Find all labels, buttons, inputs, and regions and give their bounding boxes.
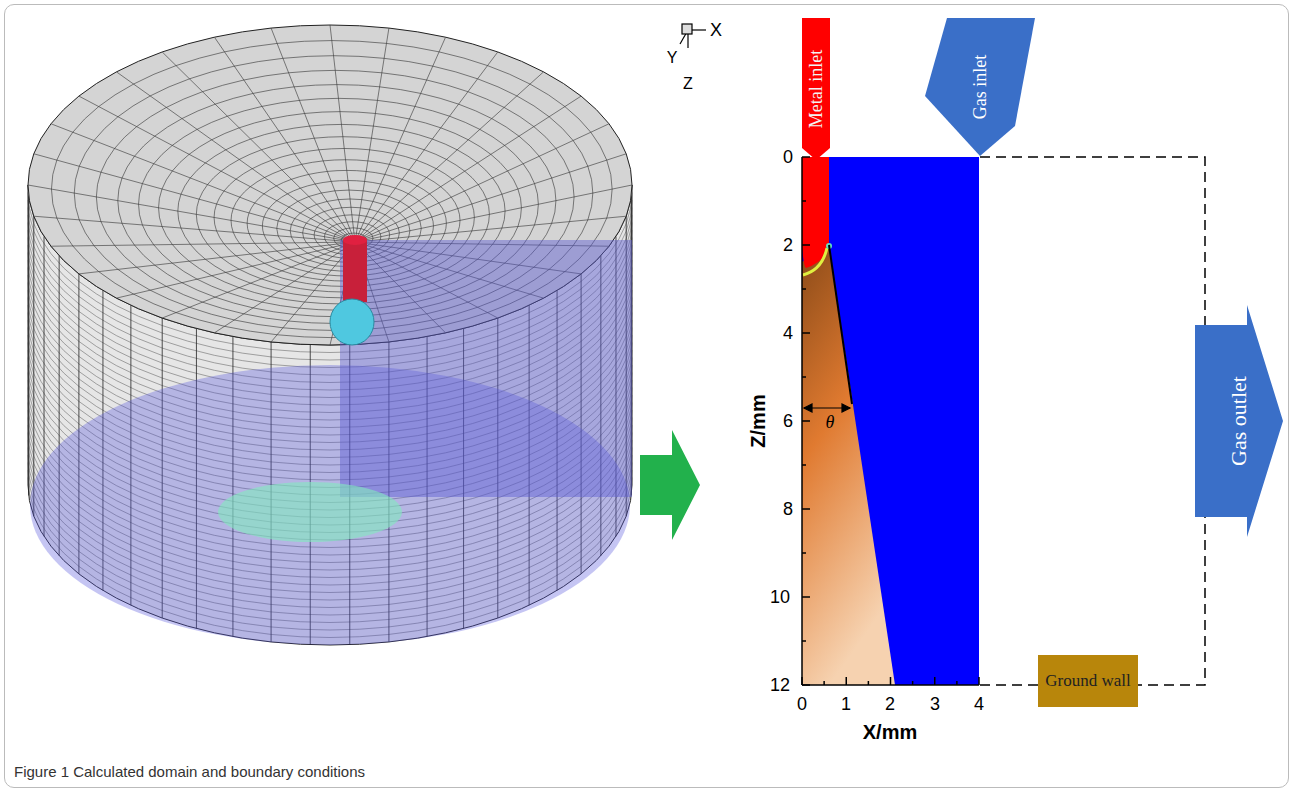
droplet	[330, 299, 374, 345]
figure-caption: Figure 1 Calculated domain and boundary …	[14, 763, 365, 780]
tick-label: 1	[841, 694, 851, 715]
mesh-line	[28, 195, 29, 495]
tick	[801, 677, 803, 685]
tick	[890, 677, 892, 685]
tick	[802, 552, 806, 554]
mesh-line	[355, 52, 498, 242]
tick-label: 2	[783, 235, 793, 256]
tick-label: 10	[770, 587, 790, 608]
node-text: Ground wall	[1044, 672, 1132, 690]
mesh-line	[355, 72, 544, 242]
axis-letter: X	[710, 20, 722, 41]
gas-domain	[802, 157, 979, 685]
mesh-line	[355, 124, 609, 242]
mesh-line	[355, 185, 632, 242]
mesh-line	[162, 52, 355, 242]
metal-cone	[802, 245, 895, 685]
tick	[802, 420, 810, 422]
mesh-line	[116, 242, 355, 298]
tick-label: 0	[797, 694, 807, 715]
axis-title: Z/mm	[747, 394, 770, 447]
axis-letter: Y	[667, 49, 678, 67]
tick-label: 6	[783, 411, 793, 432]
mesh-line	[355, 28, 389, 242]
tick	[823, 681, 825, 685]
theta-dimension	[804, 404, 850, 412]
node-text: Gas inlet	[971, 55, 990, 120]
mesh-line	[355, 154, 626, 242]
shape-fill	[1195, 305, 1283, 537]
tick	[846, 677, 848, 685]
metal-inlet-region	[802, 157, 829, 247]
mesh-line	[79, 242, 355, 274]
shape-fill	[1038, 655, 1138, 707]
tick	[802, 596, 810, 598]
axis-triad	[680, 24, 706, 48]
cone-edge	[829, 245, 852, 404]
tick-label: 3	[930, 694, 940, 715]
outlet-bracket	[980, 157, 1205, 685]
plot-axes	[802, 157, 979, 685]
tick-label: 4	[783, 323, 793, 344]
shape-fill	[925, 18, 1035, 156]
tick-label: 0	[783, 147, 793, 168]
tick	[802, 332, 810, 334]
section-plane	[340, 240, 632, 497]
node-text: Gas outlet	[1227, 376, 1250, 466]
axis-title: X/mm	[863, 721, 917, 744]
mesh-line	[33, 216, 34, 516]
tick	[802, 684, 810, 686]
mesh-line	[51, 242, 355, 246]
tick-label: 8	[783, 499, 793, 520]
mesh-line	[214, 37, 355, 242]
node-text: Metal inlet	[807, 50, 826, 128]
tick-label: 2	[885, 694, 895, 715]
inlet-arrow: Gas inlet	[925, 18, 1035, 156]
tick	[802, 376, 806, 378]
tick	[978, 677, 980, 685]
tick	[802, 156, 810, 158]
tick-label: 4	[974, 694, 984, 715]
deposit-spot	[218, 482, 402, 542]
transition-arrow	[640, 430, 700, 540]
interface	[803, 248, 827, 275]
tick	[802, 508, 810, 510]
outlet-arrow: Gas outlet	[1195, 305, 1283, 537]
inlet-arrow: Metal inlet	[802, 18, 830, 160]
mesh-line	[51, 124, 355, 242]
mesh-line	[34, 216, 355, 242]
nozzle	[343, 240, 367, 302]
mesh-line	[330, 25, 355, 242]
mesh-line	[79, 96, 355, 242]
mesh-line	[355, 216, 626, 242]
tick	[802, 244, 810, 246]
wall-box: Ground wall	[1038, 655, 1138, 707]
tick	[802, 640, 806, 642]
tick	[934, 677, 936, 685]
tick	[802, 288, 806, 290]
tick	[956, 681, 958, 685]
tick	[802, 464, 806, 466]
mesh-line	[34, 154, 355, 242]
axis-letter: Z	[683, 75, 693, 93]
nozzle-top	[343, 235, 367, 245]
shape-fill	[802, 18, 830, 160]
tick-label: 12	[770, 675, 790, 696]
angle-symbol: θ	[826, 412, 835, 433]
tick	[912, 681, 914, 685]
tick	[868, 681, 870, 685]
mesh-line	[355, 96, 581, 242]
tick	[802, 200, 806, 202]
mesh-line	[116, 72, 355, 242]
